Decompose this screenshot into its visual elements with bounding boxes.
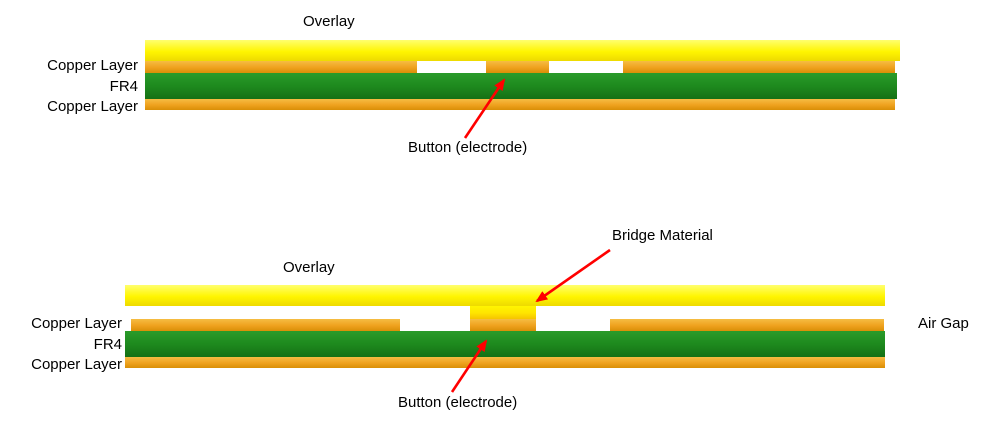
copper-layer-bottom-label-bottom: Copper Layer [31,356,122,373]
copper-layer-top-right-segment [623,61,895,73]
overlay-bar [145,40,900,61]
overlay-bar-bottom [125,285,885,306]
button-electrode-label-bottom: Button (electrode) [398,394,518,411]
bridge-material-label: Bridge Material [612,227,713,244]
overlay-label: Overlay [303,13,355,30]
fr4-bar-bottom [125,331,885,357]
overlay-label-bottom: Overlay [283,259,335,276]
button-electrode-bottom [470,319,536,331]
fr4-bar [145,73,897,99]
copper-layer-top-right-segment-bottom [610,319,884,331]
button-electrode [486,61,549,73]
copper-layer-top-left-segment-bottom [131,319,400,331]
bridge-material [470,306,536,319]
fr4-label: FR4 [109,78,138,95]
fr4-label-bottom: FR4 [93,336,122,353]
button-electrode-label: Button (electrode) [408,139,528,156]
copper-layer-bottom-bar [145,99,895,110]
copper-layer-bottom-bar-bottom [125,357,885,368]
copper-layer-top-label-bottom: Copper Layer [31,315,122,332]
copper-layer-bottom-label: Copper Layer [47,98,138,115]
copper-layer-top-label: Copper Layer [47,57,138,74]
copper-layer-top-left-segment [145,61,417,73]
air-gap-label: Air Gap [918,315,969,332]
